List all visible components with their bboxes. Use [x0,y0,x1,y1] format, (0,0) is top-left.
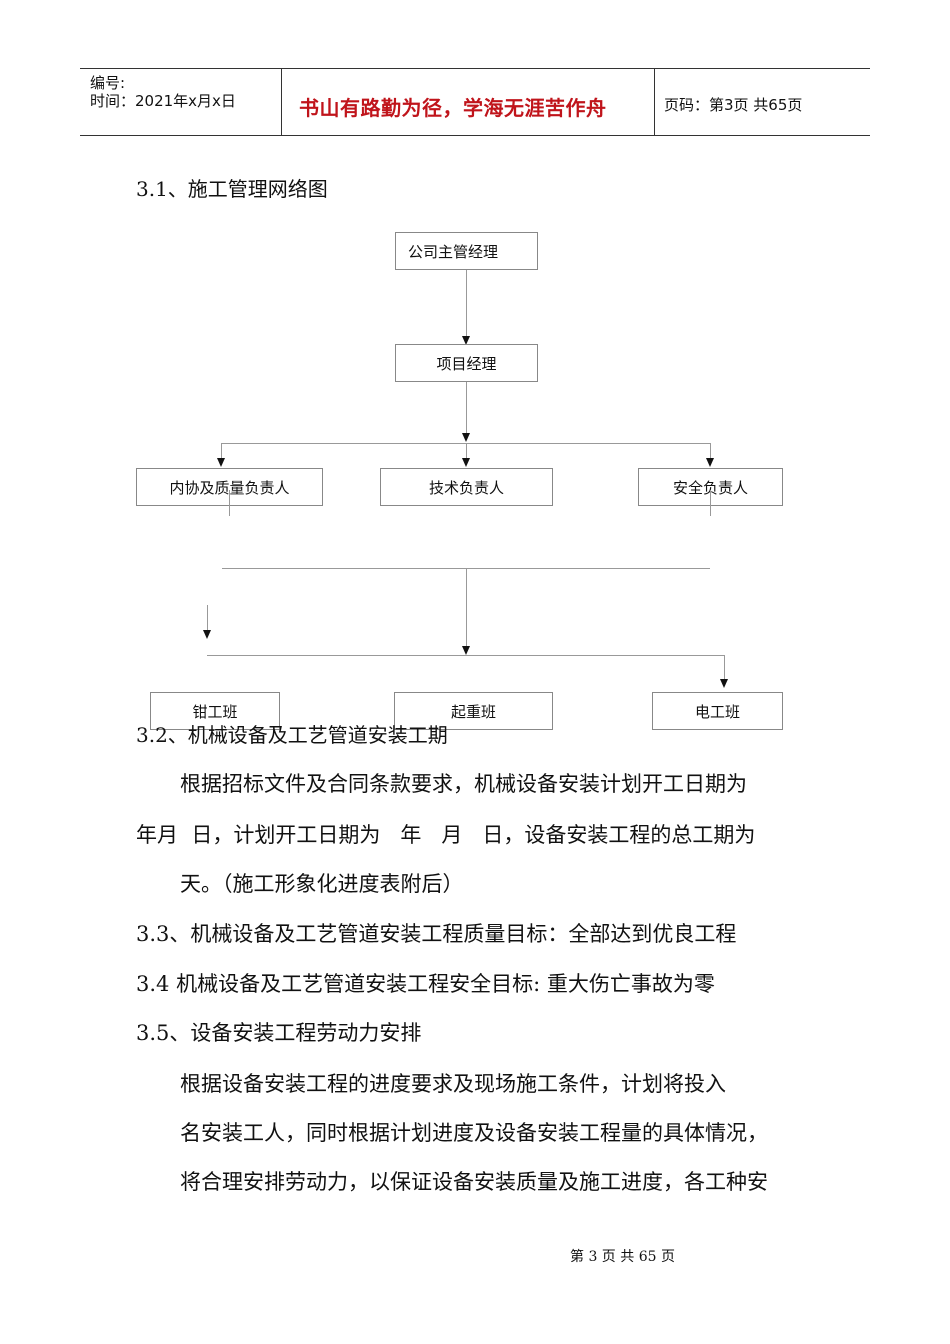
connector-line [710,443,711,461]
org-node-electrician-team: 电工班 [652,692,783,730]
team-branch-line [207,655,724,656]
paragraph-line: 年月 日，计划开工日期为 年 月 日，设备安装工程的总工期为 [136,823,756,847]
connector-arrow [203,630,211,639]
header-divider-right [654,68,655,136]
section-3-5-title: 3.5、设备安装工程劳动力安排 [136,1021,422,1045]
org-node-project-manager: 项目经理 [395,344,538,382]
connector-arrow [217,458,225,467]
org-node-label: 安全负责人 [672,478,748,497]
paragraph-line: 根据招标文件及合同条款要求，机械设备安装计划开工日期为 [180,772,747,796]
header-bottom-border [80,135,870,136]
connector-line [229,490,230,516]
connector-arrow [462,336,470,345]
org-node-label: 技术负责人 [428,478,504,497]
org-node-fitter-team: 钳工班 [150,692,280,730]
org-node-technical-lead: 技术负责人 [380,468,553,506]
connector-arrow [462,433,470,442]
org-node-label: 项目经理 [436,354,497,373]
connector-arrow [462,458,470,467]
section-3-4: 3.4 机械设备及工艺管道安装工程安全目标: 重大伤亡事故为零 [136,972,715,996]
doc-time-label: 时间：2021年x月x日 [90,92,236,110]
org-node-label: 内协及质量负责人 [169,478,290,497]
header-divider-left [281,68,282,136]
connector-arrow [720,679,728,688]
org-node-label: 电工班 [694,702,740,721]
org-node-rigging-team: 起重班 [394,692,553,730]
header-motto: 书山有路勤为径，学海无涯苦作舟 [299,96,607,120]
connector-line [466,443,467,461]
connector-line [724,655,725,680]
connector-arrow [706,458,714,467]
section-3-1-title: 3.1、施工管理网络图 [136,177,328,201]
connector-line [466,270,467,338]
doc-number-label: 编号: [90,74,126,92]
org-node-company-manager: 公司主管经理 [395,232,538,270]
connector-line [710,490,711,516]
connector-line [207,605,208,631]
section-3-3: 3.3、机械设备及工艺管道安装工程质量目标：全部达到优良工程 [136,922,737,946]
org-node-label: 起重班 [450,702,496,721]
connector-line [221,443,222,461]
connector-line [466,568,467,646]
header-top-border [80,68,870,69]
section-3-2-title: 3.2、机械设备及工艺管道安装工期 [136,723,448,747]
connector-arrow [462,646,470,655]
org-node-label: 钳工班 [192,702,238,721]
connector-line [466,382,467,434]
page-footer: 第 3 页 共 65 页 [570,1249,675,1265]
paragraph-line: 天。（施工形象化进度表附后） [180,872,464,896]
header-page-info: 页码：第3页 共65页 [664,96,803,114]
paragraph-line: 将合理安排劳动力，以保证设备安装质量及施工进度，各工种安 [180,1170,768,1194]
paragraph-line: 根据设备安装工程的进度要求及现场施工条件，计划将投入 [180,1072,726,1096]
org-node-label: 公司主管经理 [408,242,499,261]
paragraph-line: 名安装工人，同时根据计划进度及设备安装工程量的具体情况， [180,1121,768,1145]
